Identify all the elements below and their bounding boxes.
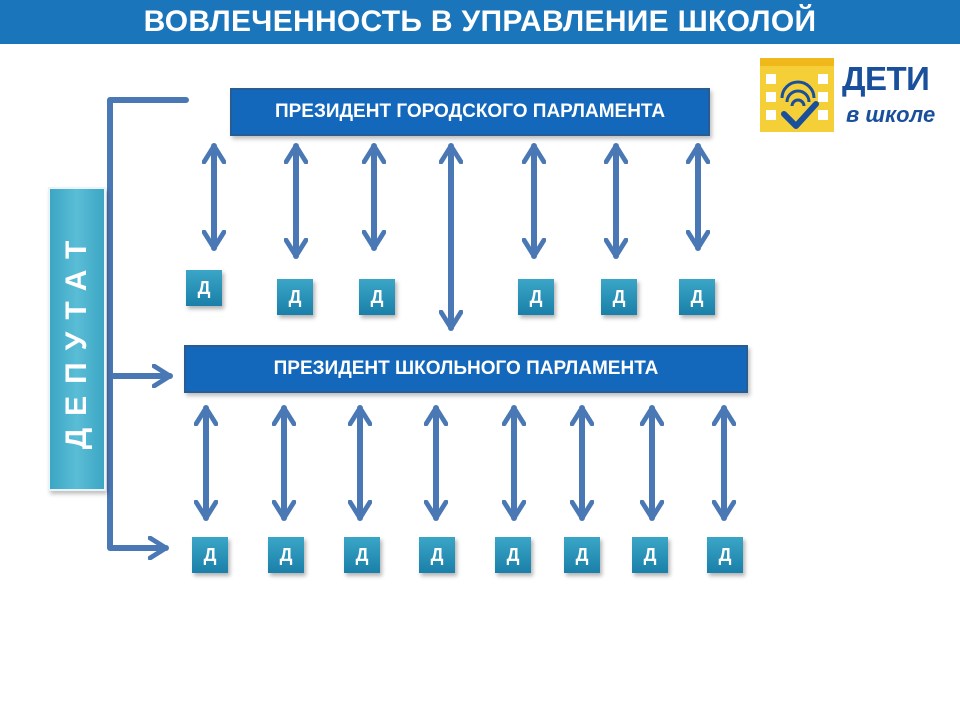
deputy-connector-line xyxy=(107,97,189,548)
city-deputy-6: Д xyxy=(679,279,715,315)
city-parliament-president: ПРЕЗИДЕНТ ГОРОДСКОГО ПАРЛАМЕНТА xyxy=(230,88,710,136)
city-deputy-3: Д xyxy=(359,279,395,315)
school-parliament-president: ПРЕЗИДЕНТ ШКОЛЬНОГО ПАРЛАМЕНТА xyxy=(184,345,748,393)
city-parliament-president-label: ПРЕЗИДЕНТ ГОРОДСКОГО ПАРЛАМЕНТА xyxy=(274,101,666,122)
logo-text-bottom: в школе xyxy=(846,102,936,127)
school-deputy-2: Д xyxy=(268,537,304,573)
school-deputy-5: Д xyxy=(495,537,531,573)
city-deputy-2: Д xyxy=(277,279,313,315)
page-title: ВОВЛЕЧЕННОСТЬ В УПРАВЛЕНИЕ ШКОЛОЙ xyxy=(143,5,817,38)
school-deputy-1: Д xyxy=(192,537,228,573)
city-deputy-1: Д xyxy=(186,270,222,306)
deputy-label: ДЕПУТАТ xyxy=(60,228,93,450)
title-bar: ВОВЛЕЧЕННОСТЬ В УПРАВЛЕНИЕ ШКОЛОЙ xyxy=(0,0,960,44)
school-building-icon xyxy=(760,58,834,132)
school-deputy-8: Д xyxy=(707,537,743,573)
school-deputy-7: Д xyxy=(632,537,668,573)
school-deputy-4: Д xyxy=(419,537,455,573)
city-deputy-4: Д xyxy=(518,279,554,315)
deputy-label-box: ДЕПУТАТ xyxy=(48,187,106,491)
school-parliament-president-label: ПРЕЗИДЕНТ ШКОЛЬНОГО ПАРЛАМЕНТА xyxy=(273,358,659,379)
logo: ДЕТИ в школе xyxy=(758,56,938,138)
school-deputy-6: Д xyxy=(564,537,600,573)
city-deputy-5: Д xyxy=(601,279,637,315)
logo-text-top: ДЕТИ xyxy=(842,60,930,97)
school-deputy-3: Д xyxy=(344,537,380,573)
